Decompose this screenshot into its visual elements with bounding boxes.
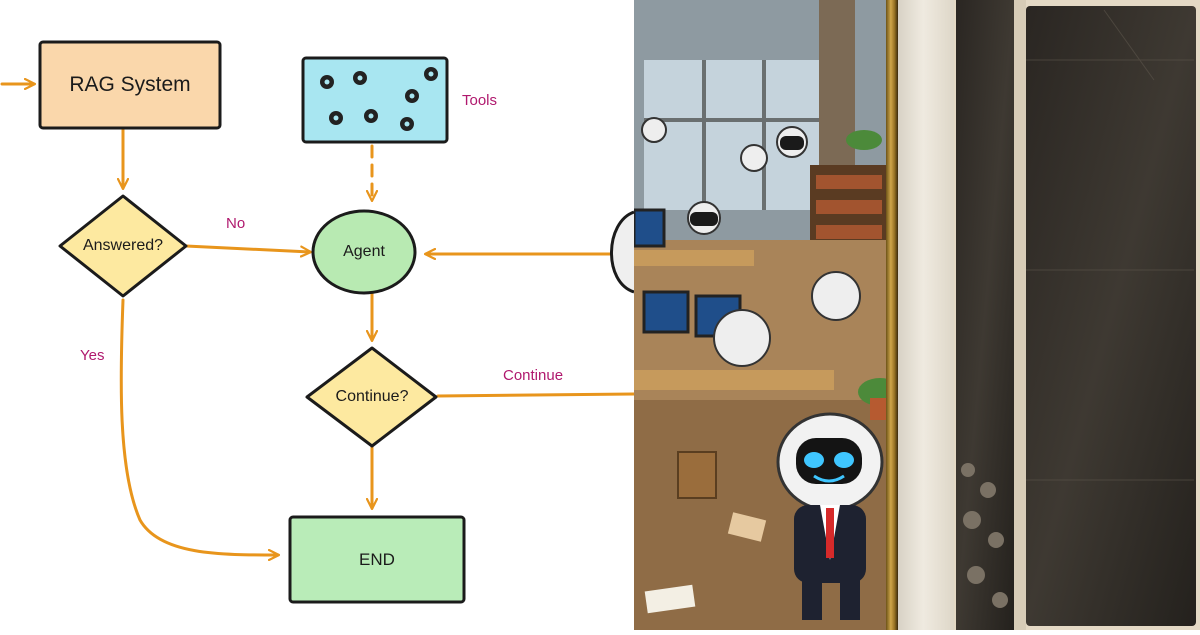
agent-node xyxy=(311,209,417,295)
edge-label-continue: Continue xyxy=(503,367,564,384)
wall-background xyxy=(898,0,954,630)
tool-icon xyxy=(424,67,438,81)
vintage-dark-print xyxy=(954,0,1200,630)
tool-icon xyxy=(364,109,378,123)
end-node xyxy=(288,515,466,604)
answered-decision-node xyxy=(58,194,188,298)
tool-icons xyxy=(320,67,438,131)
tool-icon xyxy=(329,111,343,125)
rag-system-node xyxy=(38,40,222,130)
flowchart-panel: RAG System Tools Answered? Agent Continu… xyxy=(0,40,634,604)
edge-continue-loop xyxy=(436,392,634,398)
robot-office-painting xyxy=(634,0,896,630)
painting-frame xyxy=(886,0,898,630)
tool-icon xyxy=(320,75,334,89)
continue-decision-node xyxy=(305,346,438,448)
tool-icon xyxy=(405,89,419,103)
edge-label-no: No xyxy=(226,215,246,232)
edge-no-answered-to-agent xyxy=(184,244,310,252)
edge-label-yes: Yes xyxy=(80,347,105,364)
tools-label: Tools xyxy=(462,92,498,109)
painting-illustration xyxy=(634,0,896,630)
partial-node xyxy=(610,210,634,294)
tool-icon xyxy=(353,71,367,85)
flowchart-canvas xyxy=(0,40,634,604)
print-illustration xyxy=(954,0,1200,630)
tool-icon xyxy=(400,117,414,131)
edge-yes-answered-to-end xyxy=(119,298,278,555)
